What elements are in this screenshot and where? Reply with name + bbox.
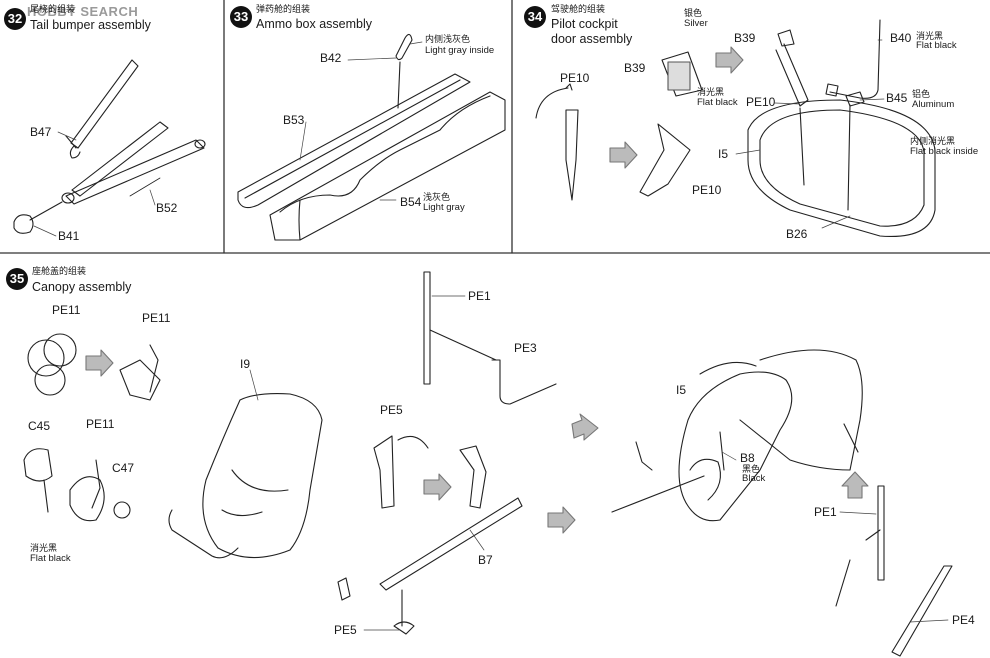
note-b45-en: Aluminum (912, 99, 955, 110)
step32-title-en: Tail bumper assembly (30, 18, 151, 32)
part-label-pe10-c: PE10 (746, 95, 776, 109)
note-b54-en: Light gray (423, 202, 465, 213)
tail-bumper-parts (13, 59, 206, 234)
note-b54-cn: 浅灰色 (423, 192, 451, 202)
step32-title-cn: 尾桡的组装 (30, 4, 76, 14)
note-silver-cn: 银色 (684, 8, 703, 18)
part-label-b54: B54 (400, 195, 422, 209)
ammo-box-parts (237, 33, 506, 241)
cockpit-door-parts (535, 19, 936, 238)
part-label-b52: B52 (156, 201, 178, 215)
step-number-32: 32 (4, 8, 26, 30)
part-label-c45: C45 (28, 419, 51, 433)
part-label-pe10-b: PE10 (692, 183, 722, 197)
part-label-pe11-b: PE11 (142, 311, 171, 325)
leader-lines (33, 39, 949, 631)
part-label-pe5-b: PE5 (334, 623, 357, 637)
note-inside-en: Light gray inside (425, 45, 495, 56)
part-label-b45: B45 (886, 91, 908, 105)
part-label-pe3: PE3 (514, 341, 537, 355)
note-c45-en: Flat black (30, 553, 71, 564)
part-label-pe10-a: PE10 (560, 71, 590, 85)
note-b40-en: Flat black (916, 40, 957, 51)
part-label-b7: B7 (478, 553, 493, 567)
note-c45-cn: 消光黑 (30, 543, 58, 553)
step33-title-en: Ammo box assembly (256, 17, 373, 31)
step-number-34: 34 (524, 6, 546, 28)
part-label-pe4: PE4 (952, 613, 975, 627)
step-number-35: 35 (6, 268, 28, 290)
part-label-pe11-c: PE11 (86, 417, 115, 431)
note-b40-cn: 消光黑 (916, 31, 944, 41)
note-b8-cn: 黑色 (742, 464, 761, 474)
note-silver-en: Silver (684, 18, 708, 29)
part-label-i5: I5 (718, 147, 729, 161)
part-label-i5-b: I5 (676, 383, 687, 397)
part-label-c47: C47 (112, 461, 135, 475)
part-label-b39-b: B39 (734, 31, 756, 45)
part-label-b47: B47 (30, 125, 52, 139)
part-label-b26: B26 (786, 227, 808, 241)
note-inside-black-en: Flat black inside (910, 146, 979, 157)
step34-title-cn: 驾驶舱的组装 (551, 4, 606, 14)
step34-title-en2: door assembly (551, 32, 633, 46)
part-label-i9: I9 (240, 357, 251, 371)
step35-arrows (85, 349, 869, 534)
part-label-pe1-b: PE1 (814, 505, 837, 519)
note-b8-en: Black (742, 473, 766, 484)
note-flatblack-en: Flat black (697, 97, 738, 108)
note-b45-cn: 铝色 (912, 89, 931, 99)
part-label-b53: B53 (283, 113, 305, 127)
panel-dividers (0, 0, 990, 254)
part-label-b40: B40 (890, 31, 912, 45)
step34-title-en: Pilot cockpit (551, 17, 618, 31)
note-inside-cn: 内侧浅灰色 (425, 34, 471, 44)
part-label-b39-a: B39 (624, 61, 646, 75)
step35-title-en: Canopy assembly (32, 280, 132, 294)
watermark: HOBBY SEARCH (27, 4, 139, 19)
canopy-parts (23, 271, 953, 657)
part-label-pe5-a: PE5 (380, 403, 403, 417)
step34-arrows (609, 46, 744, 169)
part-label-b42: B42 (320, 51, 342, 65)
note-flatblack-cn: 消光黑 (697, 87, 725, 97)
part-label-b8: B8 (740, 451, 755, 465)
step33-title-cn: 弹药舱的组装 (256, 4, 311, 14)
part-label-pe1-a: PE1 (468, 289, 491, 303)
note-inside-black-cn: 内侧消光黑 (910, 136, 956, 146)
step-number-33: 33 (230, 6, 252, 28)
part-label-pe11-a: PE11 (52, 303, 81, 317)
part-label-b41: B41 (58, 229, 80, 243)
step35-title-cn: 座舱盖的组装 (32, 266, 87, 276)
